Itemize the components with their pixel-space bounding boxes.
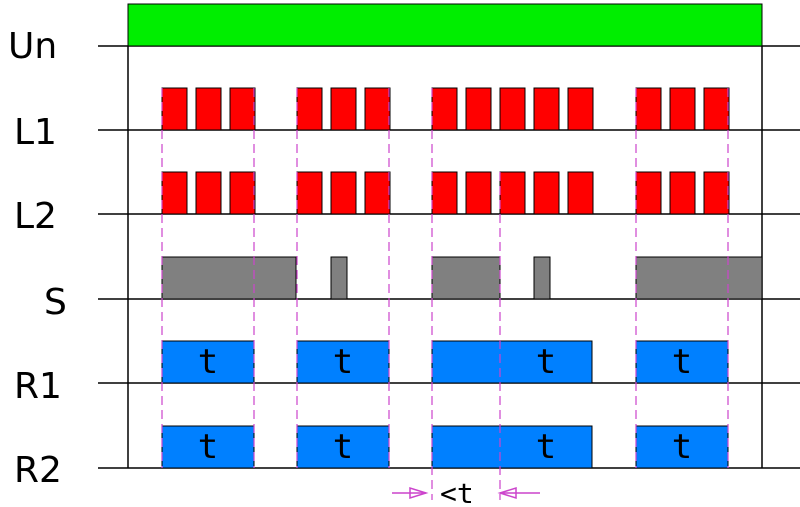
row-label-r2: R2 [14, 450, 62, 491]
relay-r1-block-2 [296, 340, 390, 384]
relay-r1-label-3: t [536, 342, 556, 382]
pulse-l1-12 [635, 87, 662, 131]
supply-bar [127, 3, 763, 47]
pulse-l2-14 [703, 171, 730, 215]
row-label-r1: R1 [14, 366, 62, 407]
pulse-l2-3 [229, 171, 256, 215]
row-label-s: S [44, 282, 67, 323]
pulse-l1-5 [330, 87, 357, 131]
pulse-l1-7 [431, 87, 458, 131]
timing-annotation: <t [392, 477, 540, 507]
pulse-l2-8 [465, 171, 492, 215]
relay-r1-label-1: t [198, 342, 218, 382]
pulse-l2-1 [161, 171, 188, 215]
row-label-un: Un [8, 26, 57, 67]
pulse-l1-6 [364, 87, 391, 131]
pulse-l1-4 [296, 87, 323, 131]
signal-block-1 [161, 256, 297, 300]
pulse-l1-14 [703, 87, 730, 131]
signal-block-4 [533, 256, 551, 300]
relay-r2-label-3: t [536, 427, 556, 467]
pulse-l1-3 [229, 87, 256, 131]
pulse-l2-7 [431, 171, 458, 215]
pulse-l2-5 [330, 171, 357, 215]
relay-r2-label-1: t [198, 427, 218, 467]
pulse-l1-11 [567, 87, 594, 131]
pulse-l2-10 [533, 171, 560, 215]
pulse-l2-9 [499, 171, 526, 215]
timing-arrow-left-head [409, 486, 429, 500]
pulse-l2-4 [296, 171, 323, 215]
timing-label: <t [440, 477, 474, 507]
relay-r1-label-2: t [333, 342, 353, 382]
pulses-l1 [161, 87, 730, 131]
signal-block-5 [635, 256, 763, 300]
pulse-l2-2 [195, 171, 222, 215]
pulse-l1-2 [195, 87, 222, 131]
relay-r1-block-3 [431, 340, 593, 384]
pulse-l2-13 [669, 171, 696, 215]
signal-s [161, 256, 763, 300]
relay-r2-label-2: t [333, 427, 353, 467]
guide-lines [161, 88, 729, 500]
pulse-l1-9 [499, 87, 526, 131]
pulses-l2 [161, 171, 730, 215]
pulse-l1-10 [533, 87, 560, 131]
relay-r2-block-3 [431, 425, 593, 469]
pulse-l2-12 [635, 171, 662, 215]
relay-r1-label-4: t [672, 342, 692, 382]
pulse-l1-13 [669, 87, 696, 131]
row-label-l1: L1 [14, 112, 57, 153]
relay-r2-block-4 [635, 425, 729, 469]
relay-r2-label-4: t [672, 427, 692, 467]
pulse-l2-11 [567, 171, 594, 215]
signal-block-2 [330, 256, 348, 300]
pulse-l1-8 [465, 87, 492, 131]
row-label-l2: L2 [14, 196, 57, 237]
pulse-l1-1 [161, 87, 188, 131]
signal-block-3 [431, 256, 501, 300]
timing-arrow-right-head [497, 486, 517, 500]
pulse-l2-6 [364, 171, 391, 215]
